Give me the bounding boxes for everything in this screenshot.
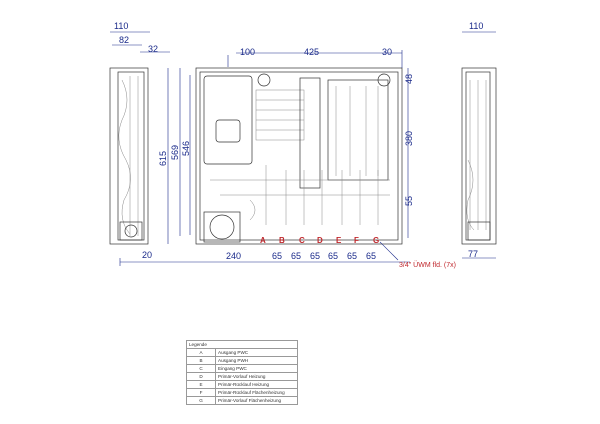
dim-spacing: 65 xyxy=(272,251,282,261)
dim-right-55: 55 xyxy=(404,196,414,206)
legend-key: F xyxy=(186,388,216,397)
dim-spacing: 65 xyxy=(310,251,320,261)
left-side-view xyxy=(109,67,149,245)
dim-height-615: 615 xyxy=(158,151,168,166)
dim-right-view-77: 77 xyxy=(468,249,478,259)
connection-d: D xyxy=(317,236,323,245)
legend-key: D xyxy=(186,372,216,381)
legend-label: Primär-Vorlauf Heizung xyxy=(215,372,298,381)
legend-key: B xyxy=(186,356,216,365)
dim-right-380: 380 xyxy=(404,131,414,146)
legend-key: C xyxy=(186,364,216,373)
legend-label: Ausgang PWC xyxy=(215,348,298,357)
connection-b: B xyxy=(279,236,285,245)
dim-spacing: 65 xyxy=(347,251,357,261)
connection-f: F xyxy=(354,236,359,245)
dimension-labels: 110 82 32 20 100 425 30 48 380 55 615 56… xyxy=(114,21,483,261)
connection-g: G xyxy=(373,236,379,245)
legend-label: Primär-Rücklauf Heizung xyxy=(215,380,298,389)
dim-right-view-110: 110 xyxy=(469,21,483,31)
dim-spacing: 65 xyxy=(366,251,376,261)
dim-left-20: 20 xyxy=(142,250,152,260)
dim-height-569: 569 xyxy=(170,145,180,160)
connection-c: C xyxy=(299,236,305,245)
front-view xyxy=(195,67,403,245)
dim-left-32: 32 xyxy=(148,44,158,54)
dim-height-546: 546 xyxy=(181,141,191,156)
dim-left-82: 82 xyxy=(119,35,129,45)
dim-spacing: 65 xyxy=(328,251,338,261)
right-side-view xyxy=(461,67,497,245)
dim-left-110: 110 xyxy=(114,21,128,31)
legend-title: Legende xyxy=(186,340,298,349)
connection-e: E xyxy=(336,236,342,245)
dim-bottom-240: 240 xyxy=(226,251,241,261)
legend-label: Primär-Vorlauf Flächenheizung xyxy=(215,396,298,405)
dim-top-30: 30 xyxy=(382,47,392,57)
legend-key: G xyxy=(186,396,216,405)
connection-note: 3/4" ÜWM fld. (7x) xyxy=(399,261,456,269)
dim-right-48: 48 xyxy=(404,74,414,84)
dimension-lines xyxy=(110,31,496,266)
legend-label: Ausgang PWH xyxy=(215,356,298,365)
legend-key: A xyxy=(186,348,216,357)
legend-key: E xyxy=(186,380,216,389)
dim-top-100: 100 xyxy=(240,47,255,57)
legend-label: Primär-Rücklauf Flächenheizung xyxy=(215,388,298,397)
dim-spacing: 65 xyxy=(291,251,301,261)
connection-labels: A B C D E F G 3/4" ÜWM fld. (7x) xyxy=(260,236,456,269)
legend-label: Eingang PWC xyxy=(215,364,298,373)
connection-a: A xyxy=(260,236,266,245)
dim-top-425: 425 xyxy=(304,47,319,57)
